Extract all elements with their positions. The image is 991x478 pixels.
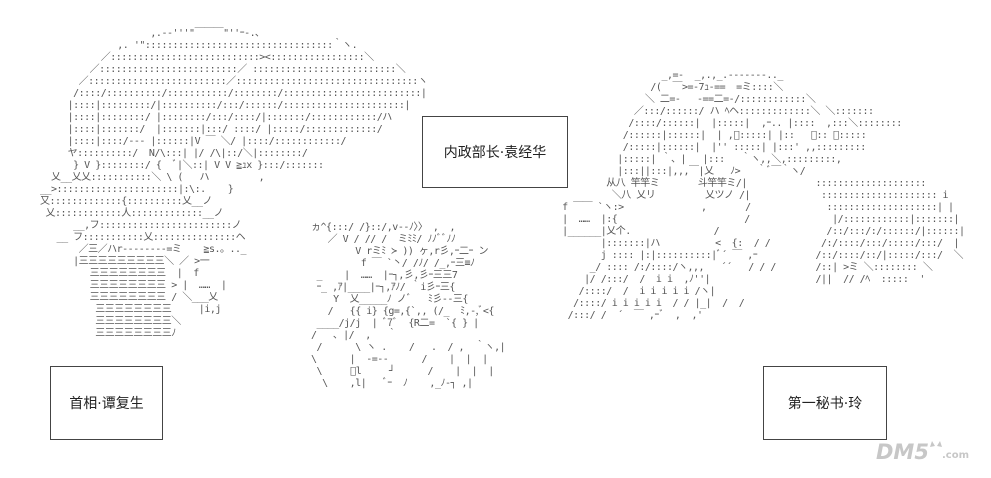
watermark-ears-icon xyxy=(930,441,942,447)
left-character-art: ,.-‐'''"￣￣￣"''ｰ-.､ ,. '"::::::::::::::::… xyxy=(40,28,428,339)
watermark-main: DM5 xyxy=(876,440,929,464)
minister-label: 内政部长·袁经华 xyxy=(443,145,547,161)
dm5-watermark-logo: DM5 .com xyxy=(876,440,980,470)
prime-minister-label: 首相·谭复生 xyxy=(69,396,144,412)
prime-minister-label-box: 首相·谭复生 xyxy=(50,366,163,440)
secretary-label: 第一秘书·玲 xyxy=(787,396,863,412)
right-hair-art: :::::::::::::::::::: :::::::::::::::::::… xyxy=(815,178,966,285)
minister-label-box: 内政部长·袁经华 xyxy=(422,116,568,188)
middle-character-art: ヵ^{:::/ /}::/,v-‐ﾉ〉〉 , , ／ V / // / ミﾐﾐ/… xyxy=(311,222,506,389)
watermark-suffix: .com xyxy=(942,450,970,461)
secretary-label-box: 第一秘书·玲 xyxy=(763,366,887,440)
right-character-art: _,=- _,.,_.-------.._ /( ￣>=-7ｭ-== =ミ:::… xyxy=(562,70,902,321)
